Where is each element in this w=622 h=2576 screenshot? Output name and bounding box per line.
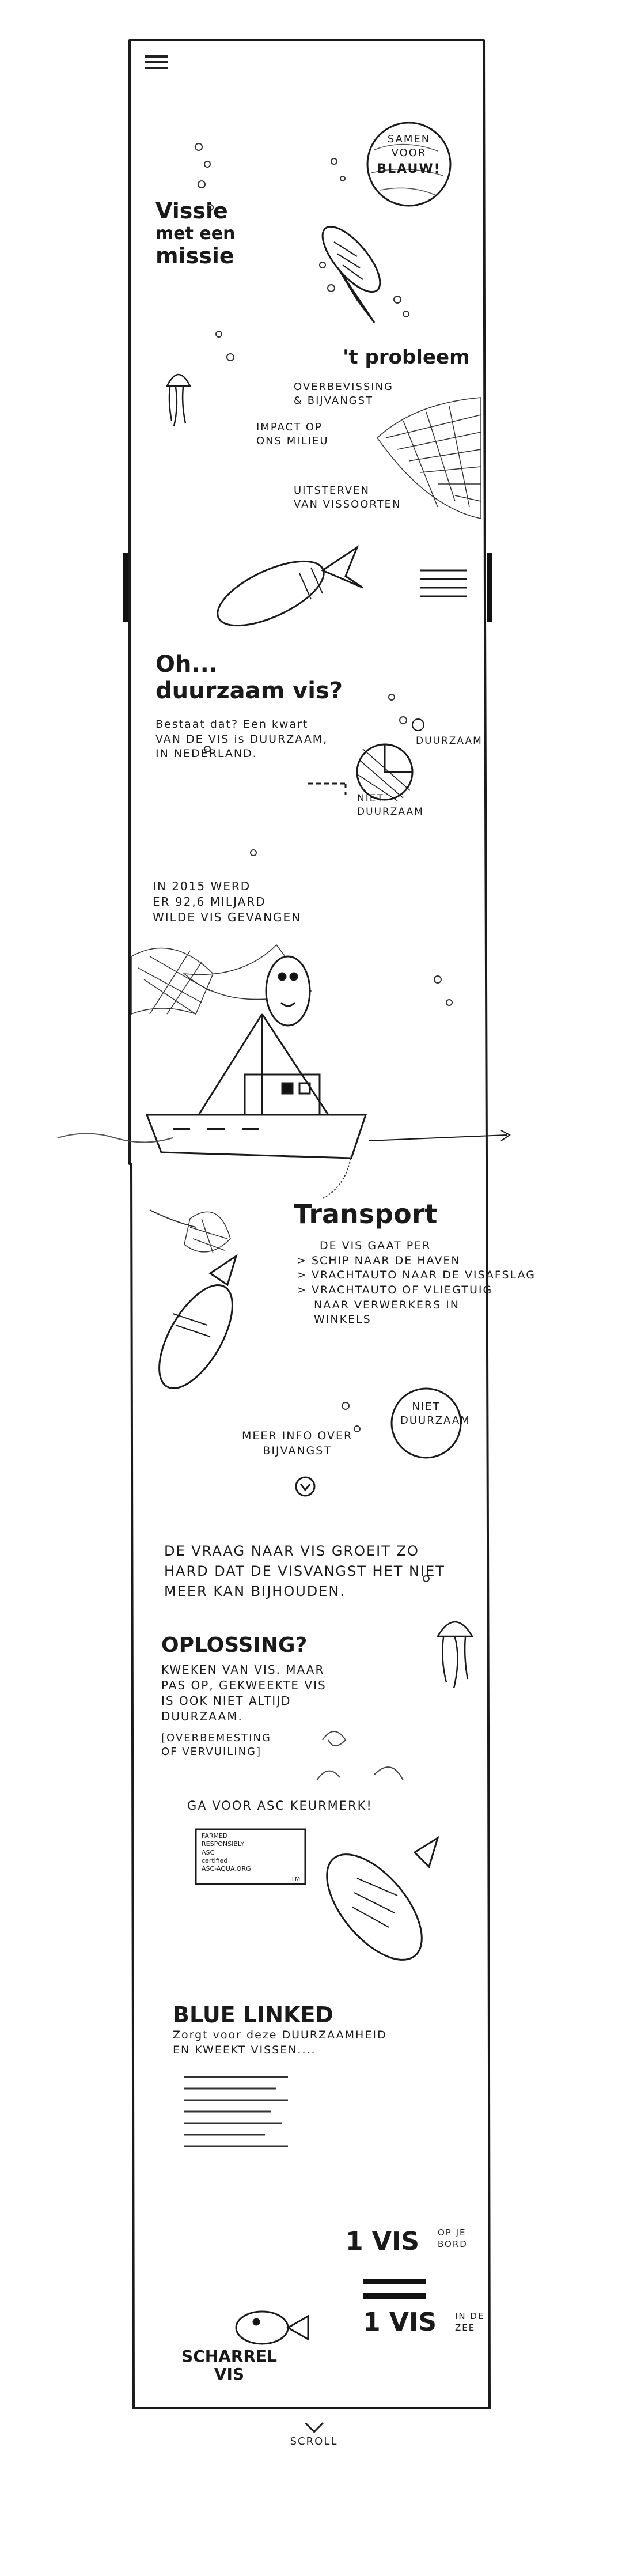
catch-text: IN 2015 WERD ER 92,6 MILJARD WILDE VIS G… xyxy=(153,879,302,924)
equation-bottom-small: IN DE ZEE xyxy=(455,2311,485,2333)
title-line-3: missie xyxy=(156,243,234,269)
asc-card-tm: TM xyxy=(291,1875,301,1883)
asc-card-line-2: RESPONSIBLY xyxy=(202,1840,245,1848)
fish-illustration-4 xyxy=(326,1836,439,1961)
sustainable-text: Bestaat dat? Een kwart VAN DE VIS is DUU… xyxy=(156,718,328,761)
chevron-down-icon xyxy=(304,2414,324,2433)
samen-voor-blauw-badge: SAMEN VOOR BLAUW! xyxy=(374,133,443,177)
catch-net xyxy=(131,944,312,1015)
fish-illustration-2 xyxy=(217,545,363,627)
fish-character xyxy=(265,955,311,1027)
more-info-link[interactable]: MEER INFO OVER BIJVANGST xyxy=(242,1429,353,1457)
demand-text: DE VRAAG NAAR VIS GROEIT ZO HARD DAT DE … xyxy=(164,1543,445,1599)
equation-top: 1 VIS xyxy=(346,2227,419,2256)
problem-heading: 't probleem xyxy=(343,346,470,369)
bluelinked-heading: BLUE LINKED xyxy=(173,2002,333,2027)
asc-card-line-5: ASC-AQUA.ORG xyxy=(202,1865,251,1873)
pie-label-niet-duurzaam: NIET DUURZAAM xyxy=(357,793,424,818)
equation-bottom-main: 1 VIS xyxy=(363,2308,437,2337)
scharrel-fish-illustration xyxy=(235,2310,309,2345)
fishing-boat xyxy=(145,1013,367,1159)
problem-item-uitsterven: UITSTERVEN VAN VISSOORTEN xyxy=(294,485,401,511)
badge-circle xyxy=(366,122,452,207)
transport-line-2: > SCHIP NAAR DE HAVEN xyxy=(297,1254,461,1267)
transport-line-4: > VRACHTAUTO OF VLIEGTUIG xyxy=(297,1283,493,1296)
fishing-net-1 xyxy=(377,397,481,519)
badge-line-1: SAMEN xyxy=(387,133,431,145)
jellyfish-illustration-2 xyxy=(436,1621,474,1689)
badge-line-3: BLAUW! xyxy=(377,161,441,176)
fish-illustration-1 xyxy=(321,225,381,323)
panel-border-2 xyxy=(128,610,488,1165)
asc-card-content: FARMED RESPONSIBLY ASC certified ASC-AQU… xyxy=(202,1832,251,1873)
solution-heading: OPLOSSING? xyxy=(161,1633,308,1657)
scharrel-line-2: VIS xyxy=(214,2364,245,2384)
transport-line-1: DE VIS GAAT PER xyxy=(320,1239,431,1252)
problem-item-impact: IMPACT OP ONS MILIEU xyxy=(256,421,329,448)
niet-duurzaam-badge xyxy=(390,1387,462,1459)
pie-chart xyxy=(308,718,424,801)
sustainable-heading-1: Oh... xyxy=(156,651,218,678)
scharrel-line-1: SCHARREL xyxy=(181,2347,277,2366)
wave-line xyxy=(57,1133,173,1143)
title-line-2: met een xyxy=(156,223,236,244)
equation-top-main: 1 VIS xyxy=(346,2227,420,2256)
badge-line-2: VOOR xyxy=(391,147,427,160)
asc-card-line-1: FARMED xyxy=(202,1832,228,1840)
niet-duurzaam-label: NIET DUURZAAM xyxy=(400,1401,471,1427)
solution-note: [OVERBEMESTING OF VERVUILING] xyxy=(161,1732,271,1758)
scroll-label: SCROLL xyxy=(290,2435,338,2448)
transport-line-5: NAAR VERWERKERS IN xyxy=(314,1298,460,1311)
transport-heading: Transport xyxy=(294,1198,438,1230)
asc-card-line-3: ASC xyxy=(202,1848,215,1856)
equation-bottom: 1 VIS xyxy=(363,2308,437,2337)
transport-net xyxy=(184,1211,231,1254)
down-arrow-circle xyxy=(295,1476,316,1497)
sustainable-heading: Oh... duurzaam vis? xyxy=(156,651,343,704)
pie-label-duurzaam: DUURZAAM xyxy=(416,735,483,747)
jellyfish-illustration-1 xyxy=(165,373,192,427)
hamburger-icon xyxy=(145,55,168,58)
intro-title: Vissie met een missie xyxy=(156,198,236,269)
transport-list: DE VIS GAAT PER > SCHIP NAAR DE HAVEN > … xyxy=(297,1239,536,1327)
scroll-button[interactable]: SCROLL xyxy=(285,2414,343,2449)
transport-line-6: WINKELS xyxy=(314,1313,371,1326)
bluelinked-text: Zorgt voor deze DUURZAAMHEID EN KWEEKT V… xyxy=(173,2029,387,2056)
sustainable-heading-2: duurzaam vis? xyxy=(156,678,343,704)
asc-card-line-4: certified xyxy=(202,1856,228,1864)
asc-card xyxy=(195,1828,306,1885)
panel-border-4 xyxy=(131,1727,491,2409)
panel-border-1 xyxy=(128,39,486,623)
problem-item-overbevissing: OVERBEVISSING & BIJVANGST xyxy=(294,381,393,407)
equation-top-small: OP JE BORD xyxy=(438,2227,468,2250)
arrow-right xyxy=(368,1130,511,1141)
title-line-1: Vissie xyxy=(156,198,228,224)
scharrel-label: SCHARREL VIS xyxy=(181,2347,277,2384)
menu-button[interactable] xyxy=(144,52,169,77)
panel-border-3 xyxy=(130,1157,490,1730)
solution-text: KWEKEN VAN VIS. MAAR PAS OP, GEKWEEKTE V… xyxy=(161,1663,327,1723)
asc-text: GA VOOR ASC KEURMERK! xyxy=(187,1799,373,1813)
fish-illustration-3 xyxy=(158,1254,238,1389)
transport-line-3: > VRACHTAUTO NAAR DE VISAFSLAG xyxy=(297,1269,536,1282)
